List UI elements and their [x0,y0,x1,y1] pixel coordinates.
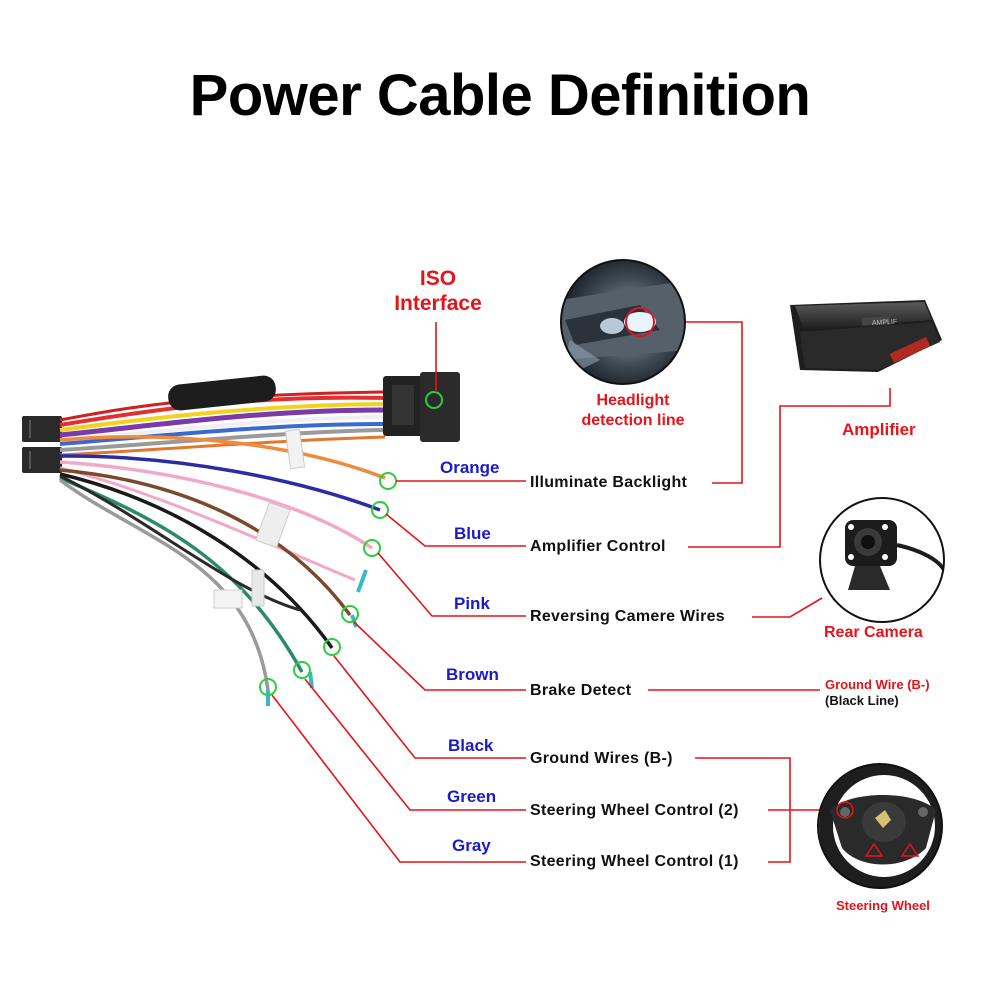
amplifier-image [790,300,942,372]
leader-lines [271,321,891,863]
wire-gray [58,478,270,691]
wire-green [59,476,304,673]
amplifier-label: Amplifier [842,420,916,439]
wire-blue [59,454,381,512]
page-title: Power Cable Definition [189,63,811,128]
marker-pink [363,539,381,557]
marker-blue [371,501,389,519]
wire-function-blue: Amplifier Control [530,538,666,555]
wire-function-black: Ground Wires (B-) [530,750,673,767]
ground-wire-sublabel: (Black Line) [825,693,899,708]
marker-black [323,638,341,656]
wire-color-blue: Blue [454,524,491,543]
headlight-image [560,259,686,385]
wire-color-brown: Brown [446,665,499,684]
marker-brown [341,605,359,623]
iso-label-line2: Interface [394,292,482,315]
wire-function-orange: Illuminate Backlight [530,474,688,491]
wire-color-pink: Pink [454,594,490,613]
wire-color-black: Black [448,736,494,755]
iso-label-line1: ISO [419,267,457,290]
wire-function-brown: Brake Detect [530,682,632,699]
wire-pink [59,460,373,550]
wire-markers [259,391,443,696]
left-connector-top [22,416,62,442]
marker-green [293,661,311,679]
rear-camera-label: Rear Camera [824,624,923,641]
left-connector-bottom [22,447,62,473]
rear-camera-image [819,497,945,623]
wire-brown [59,468,352,617]
iso-interface-label: ISO Interface [384,266,492,316]
wire-color-green: Green [447,787,497,806]
steering-wheel-label: Steering Wheel [836,898,930,913]
marker-orange [379,472,397,490]
amplifier-badge: AMPLIF [872,319,898,327]
wire-function-green: Steering Wheel Control (2) [530,802,739,819]
steering-wheel-image [817,763,943,889]
marker-gray [259,678,277,696]
headlight-label-line1: Headlight [596,392,670,409]
headlight-label-line2: detection line [581,412,685,429]
wire-pink-2 [59,466,356,582]
marker-iso [425,391,443,409]
fuse-holder [168,375,276,411]
wire-black [59,472,334,650]
wire-color-gray: Gray [452,836,491,855]
wire-function-pink: Reversing Camere Wires [530,608,725,625]
wire-color-orange: Orange [440,458,500,477]
headlight-label: Headlight detection line [560,391,706,431]
wire-harness [22,372,460,706]
wire-orange [59,435,386,480]
wire-function-gray: Steering Wheel Control (1) [530,853,739,870]
ground-wire-label: Ground Wire (B-) [825,677,930,692]
